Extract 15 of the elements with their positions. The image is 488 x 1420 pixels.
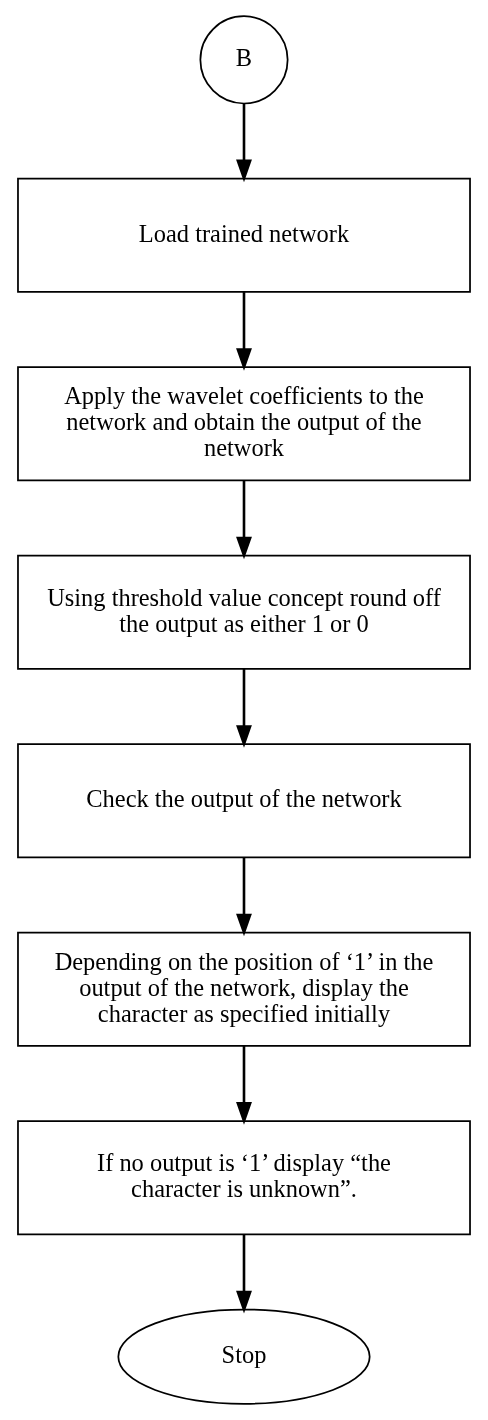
arrow <box>236 669 252 748</box>
arrow <box>236 480 252 560</box>
node-box: Using threshold value concept round off the output as either 1 or 0 <box>17 554 471 670</box>
node-box: If no output is ‘1’ display “the character is unknown”. <box>17 1120 471 1236</box>
arrow <box>236 1234 252 1314</box>
node-ellipse: Stop <box>117 1308 371 1405</box>
node-box: Apply the wavelet coefficients to the network and obtain the output of the network <box>17 366 471 482</box>
arrow <box>236 103 252 183</box>
arrow <box>236 1046 252 1125</box>
node-box: Check the output of the network <box>17 743 471 859</box>
node-box: Depending on the position of ‘1’ in the output of the network, display the character as specified initially <box>17 931 471 1047</box>
node-circle: B <box>199 15 289 105</box>
arrow <box>236 857 252 937</box>
arrow <box>236 292 252 371</box>
node-box: Load trained network <box>17 177 471 293</box>
